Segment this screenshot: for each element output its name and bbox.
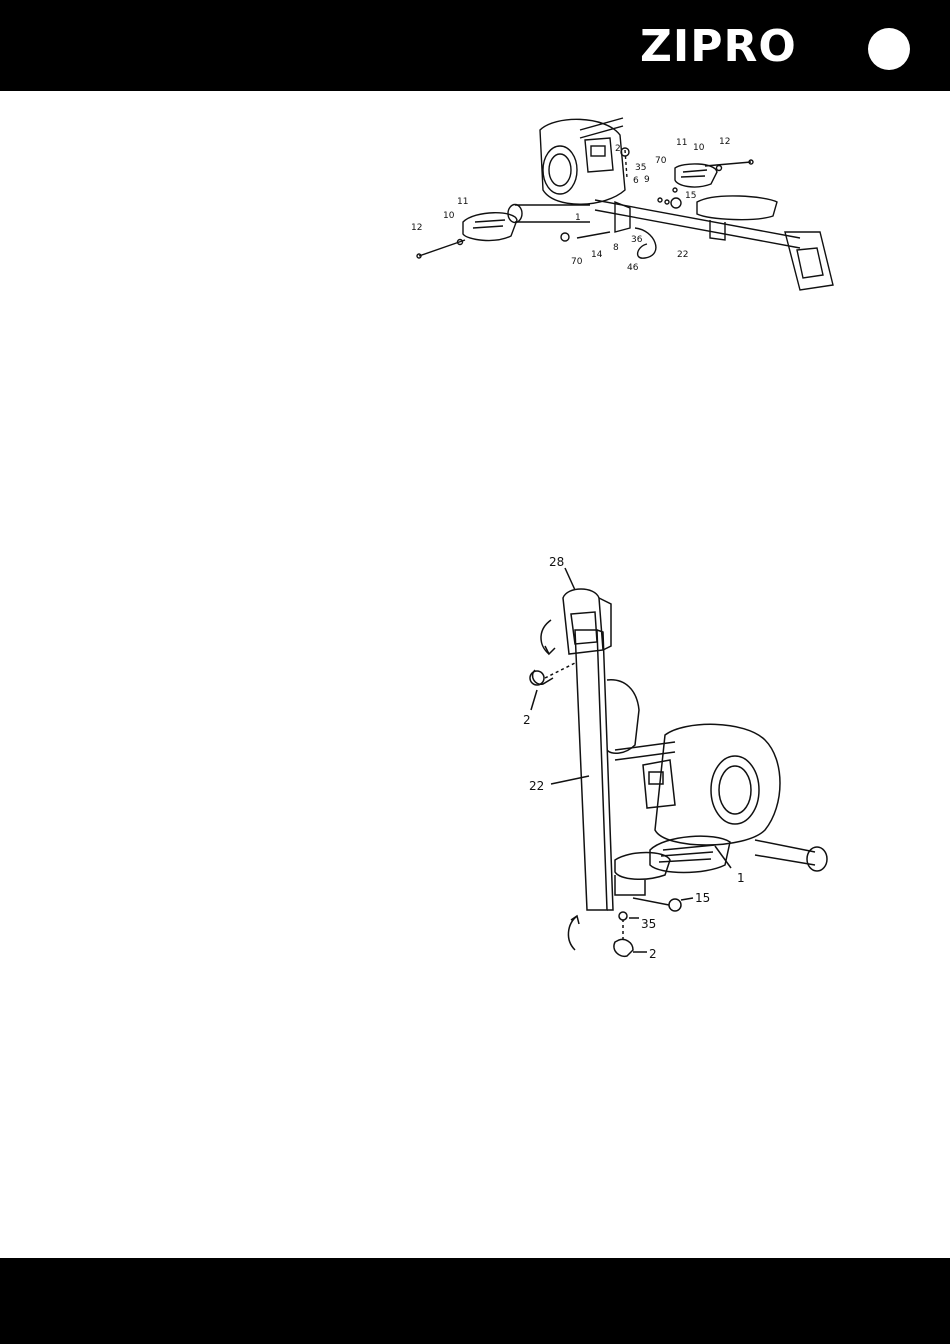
part-label: 28 [549, 555, 564, 569]
footer-bar [0, 1258, 950, 1344]
part-label: 22 [529, 779, 544, 793]
part-label: 2 [523, 713, 531, 727]
part-label: 15 [695, 891, 710, 905]
part-label: 15 [685, 191, 696, 201]
assembly-diagram-bottom: 28 2 22 1 15 35 2 [515, 550, 845, 980]
seat [607, 680, 639, 754]
page-number-badge [868, 28, 910, 70]
part-label: 12 [719, 137, 730, 147]
part-label: 8 [613, 243, 619, 253]
upright-rail [575, 630, 607, 910]
part-label: 70 [571, 257, 583, 267]
part-label: 35 [641, 917, 656, 931]
part-label: 1 [575, 213, 581, 223]
seat [697, 196, 777, 220]
part-label: 6 [633, 176, 639, 186]
part-label: 9 [644, 175, 650, 185]
part-label: 1 [737, 871, 745, 885]
part-label: 70 [655, 156, 667, 166]
part-label: 46 [627, 263, 639, 273]
part-label: 2 [649, 947, 657, 961]
part-label: 36 [631, 235, 643, 245]
part-label: 2 [615, 144, 621, 154]
part-label: 11 [676, 138, 687, 148]
header-bar: ZIPRO [0, 0, 950, 91]
right-pedal [675, 164, 717, 187]
part-label: 11 [457, 197, 468, 207]
part-label: 35 [635, 163, 646, 173]
part-label: 14 [591, 250, 603, 260]
part-label: 22 [677, 250, 688, 260]
assembly-diagram-top: 12 10 11 1 70 14 8 36 46 22 2 35 6 9 70 … [405, 110, 845, 300]
assembly-diagram-top-svg: 12 10 11 1 70 14 8 36 46 22 2 35 6 9 70 … [405, 110, 845, 300]
part-label: 10 [443, 211, 455, 221]
assembly-diagram-bottom-svg: 28 2 22 1 15 35 2 [515, 550, 845, 980]
part-label: 12 [411, 223, 422, 233]
part-label: 10 [693, 143, 705, 153]
brand-logo: ZIPRO [640, 24, 797, 70]
